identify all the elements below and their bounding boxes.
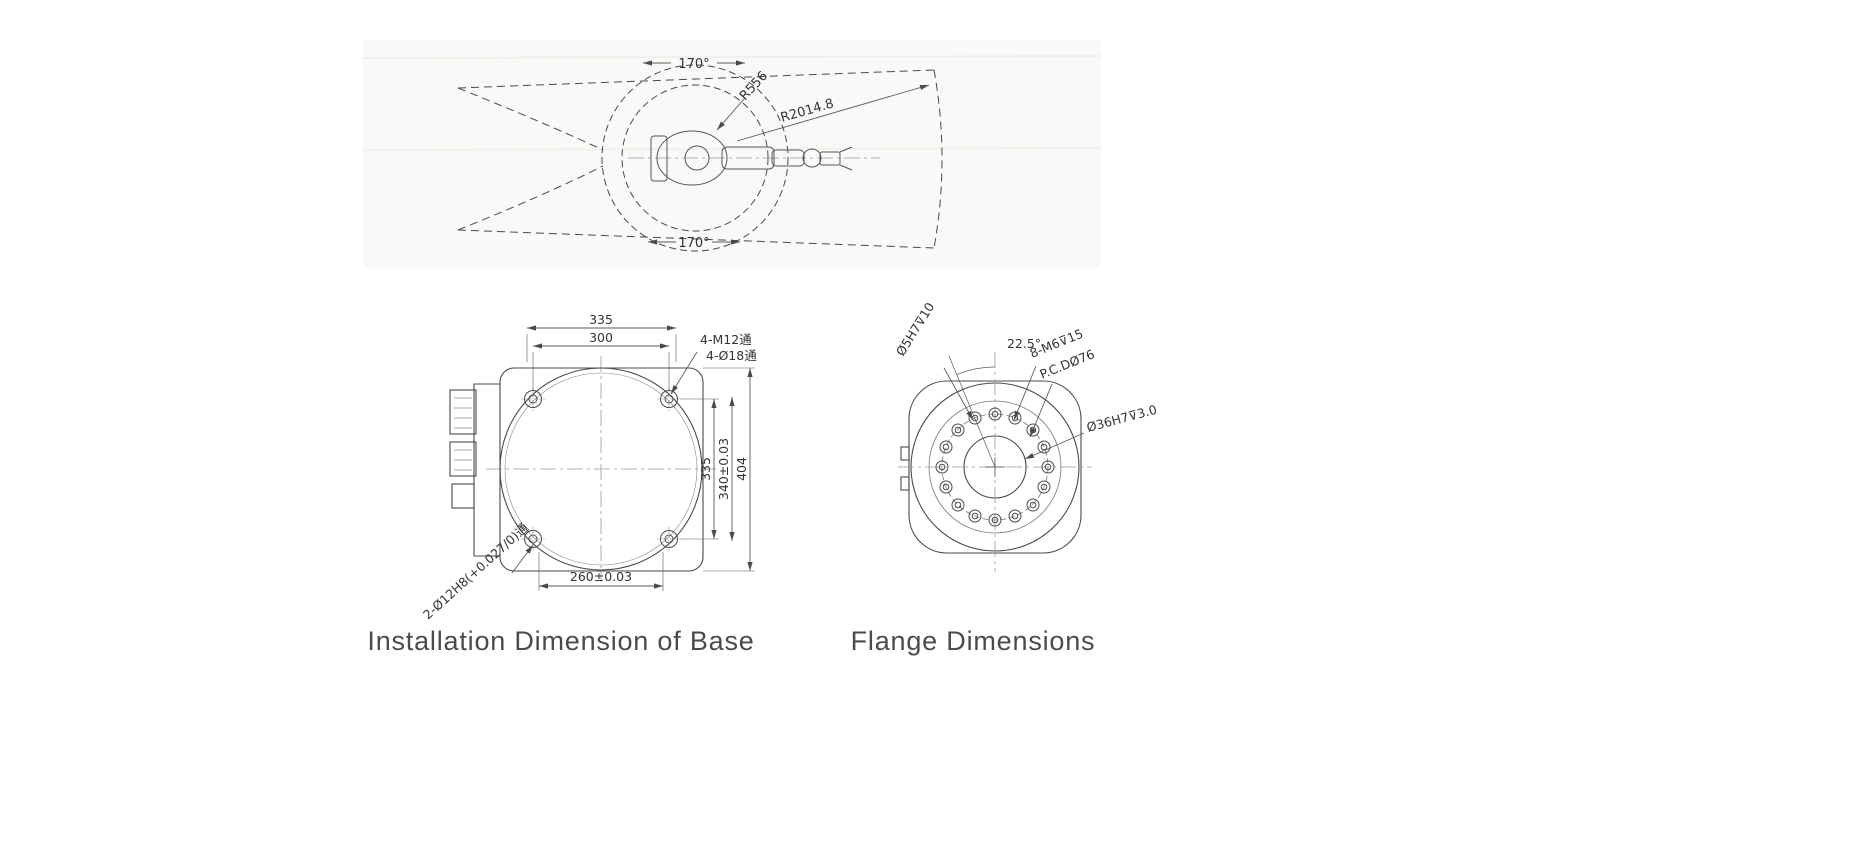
base-dimension-drawing: 335 300 4-M12通 4-Ø18通 335 340±0.03 404 2… bbox=[420, 312, 757, 622]
flange-label-pin-hole: Ø5H7⊽10 bbox=[893, 300, 938, 359]
base-dim-side-overall: 404 bbox=[734, 457, 749, 481]
base-connectors bbox=[449, 389, 477, 509]
robot-top-view bbox=[650, 130, 853, 186]
base-circle bbox=[499, 367, 703, 571]
base-dim-top-overall: 335 bbox=[589, 312, 613, 327]
base-left-body bbox=[473, 383, 500, 557]
flange-left-tab-1 bbox=[900, 446, 910, 461]
base-label-through-holes: 4-Ø18通 bbox=[706, 348, 757, 363]
work-envelope-diagram: 170° 170° R556 R2014.8 bbox=[362, 40, 1102, 268]
base-dim-top-pitch: 300 bbox=[589, 330, 613, 345]
base-dimensions: 335 300 4-M12通 4-Ø18通 335 340±0.03 404 2… bbox=[420, 312, 757, 622]
flange-dim-hole-angle: 22.5° bbox=[1007, 336, 1041, 351]
flange-left-tab-2 bbox=[900, 476, 910, 491]
dimension-angle-top: 170° bbox=[643, 57, 745, 72]
base-dim-bottom: 260±0.03 bbox=[570, 569, 632, 584]
flange-dimension-drawing: 22.5° Ø5H7⊽10 8-M6⊽15 P.C.DØ76 Ø36H7⊽3.0 bbox=[893, 300, 1159, 572]
base-dim-side-tol: 340±0.03 bbox=[716, 438, 731, 500]
base-centerlines bbox=[486, 356, 716, 582]
angle-top-label: 170° bbox=[678, 57, 709, 72]
scan-backdrop bbox=[363, 40, 1101, 268]
flange-drawing-caption: Flange Dimensions bbox=[851, 626, 1096, 656]
base-circle-inner bbox=[504, 372, 698, 566]
base-drawing-caption: Installation Dimension of Base bbox=[367, 626, 754, 656]
base-dim-side-pitch: 335 bbox=[698, 457, 713, 481]
flange-label-center-bore: Ø36H7⊽3.0 bbox=[1085, 402, 1159, 435]
rotation-circle-inner bbox=[621, 84, 769, 232]
base-label-tapped-holes: 4-M12通 bbox=[700, 332, 752, 347]
angle-bottom-label: 170° bbox=[678, 236, 709, 251]
dimension-angle-bottom: 170° bbox=[648, 236, 740, 251]
rotation-circle-outer bbox=[601, 64, 789, 252]
working-range-outline bbox=[457, 69, 943, 249]
